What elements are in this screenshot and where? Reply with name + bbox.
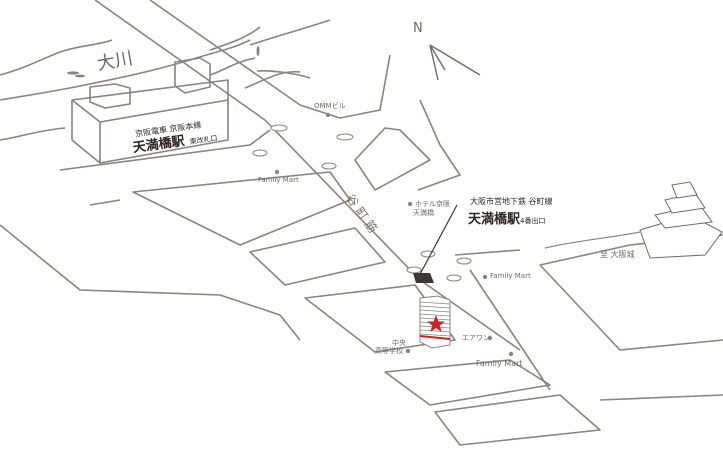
crosswalk xyxy=(406,266,422,274)
school-label-1: 中央 xyxy=(392,339,406,347)
castle-direction-label: 至 大阪城 xyxy=(600,250,635,259)
omm-dot xyxy=(325,112,331,118)
river-line xyxy=(244,70,301,89)
hotel-label-1: ホテル京阪 xyxy=(415,200,450,208)
river-line xyxy=(0,39,113,76)
river-line xyxy=(209,57,256,76)
crosswalk xyxy=(456,257,472,265)
family-mart-label: Family Mart xyxy=(258,176,299,184)
family-mart-dot xyxy=(508,351,514,357)
subway-station-label: 天満橋駅4番出口 xyxy=(468,208,545,227)
destination-star-icon xyxy=(427,315,445,332)
block xyxy=(304,284,456,353)
road xyxy=(544,231,641,249)
exit-pointer xyxy=(417,204,458,279)
road xyxy=(59,129,271,171)
block xyxy=(434,394,601,446)
family-mart-dot xyxy=(482,274,488,280)
block xyxy=(249,227,386,286)
crosswalk xyxy=(321,162,337,170)
omm-label: OMMビル xyxy=(314,102,346,110)
subway-exit-4-marker xyxy=(413,273,434,283)
crosswalk xyxy=(446,274,462,282)
road xyxy=(417,99,461,191)
subway-station-name: 天満橋駅 xyxy=(468,212,521,227)
airone-label: エアワン xyxy=(462,334,490,342)
road xyxy=(454,249,521,256)
station-building xyxy=(174,57,211,94)
subway-line-label: 大阪市営地下鉄 谷町線 xyxy=(470,197,553,206)
airone-dot xyxy=(487,335,493,341)
north-label: N xyxy=(413,21,423,36)
subway-exit-name: 4番出口 xyxy=(520,217,546,225)
family-mart-label: Family Mart xyxy=(490,272,531,280)
block xyxy=(0,224,301,341)
hotel-label-2: 天満橋 xyxy=(413,209,434,217)
keihan-exit-name: 東改札口 xyxy=(189,134,219,147)
block xyxy=(384,359,551,406)
hotel-dot xyxy=(407,201,413,207)
road xyxy=(89,199,121,206)
river-line xyxy=(249,19,331,46)
school-dot xyxy=(405,348,411,354)
road xyxy=(539,264,723,351)
block xyxy=(132,171,351,246)
crosswalk xyxy=(420,250,436,258)
station-building xyxy=(71,79,229,164)
fish-icon xyxy=(67,46,260,78)
family-mart-label: Family Mart xyxy=(476,359,523,368)
river-line xyxy=(0,39,251,101)
family-mart-dot xyxy=(274,169,280,175)
station-building xyxy=(89,83,131,109)
road xyxy=(599,394,723,401)
north-arrow-icon xyxy=(429,44,481,81)
crosswalk xyxy=(252,149,268,157)
road xyxy=(149,0,391,119)
osaka-castle-icon xyxy=(639,181,723,259)
road xyxy=(469,269,551,391)
block xyxy=(354,127,431,191)
crosswalk xyxy=(336,133,354,141)
road xyxy=(94,0,521,351)
river-line xyxy=(256,70,311,79)
river-line xyxy=(0,127,66,141)
crosswalk xyxy=(270,124,288,132)
school-label-2: 高等学校 xyxy=(375,347,403,355)
